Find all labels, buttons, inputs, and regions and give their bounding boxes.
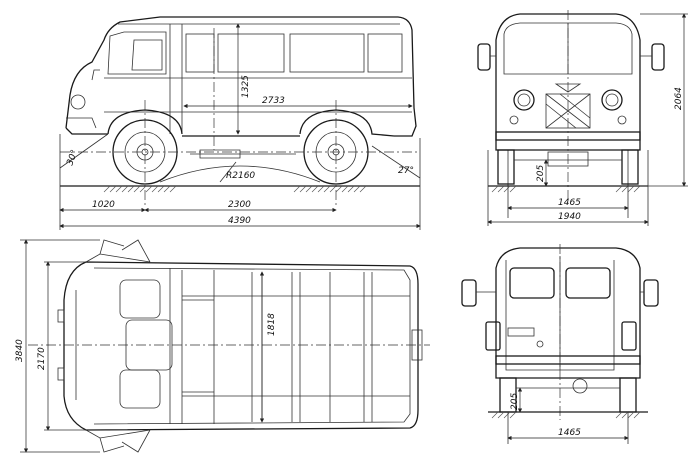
dim-1940: 1940 — [558, 212, 581, 222]
dim-205-front: 205 — [536, 165, 546, 182]
dim-205-rear: 205 — [510, 393, 520, 410]
front-view: 2064 205 1465 1940 — [477, 10, 688, 226]
side-view: 1325 2733 1020 2300 4390 R2160 30° 27° — [59, 16, 421, 230]
dim-r2160: R2160 — [226, 171, 255, 181]
dim-2064: 2064 — [674, 87, 684, 110]
dim-4390: 4390 — [228, 216, 251, 226]
dim-1465-rear: 1465 — [558, 428, 581, 438]
dim-1465-front: 1465 — [558, 198, 581, 208]
dim-2300: 2300 — [228, 200, 251, 210]
dim-approach-angle: 30° — [65, 149, 80, 167]
top-view: 3840 2170 1818 — [15, 239, 430, 453]
dim-departure-angle: 27° — [398, 166, 414, 176]
dim-3840: 3840 — [15, 339, 25, 362]
dim-1325: 1325 — [241, 75, 251, 98]
dim-1818: 1818 — [267, 313, 277, 336]
dim-1020: 1020 — [92, 200, 115, 210]
dim-2733: 2733 — [262, 96, 285, 106]
dim-2170: 2170 — [37, 347, 47, 370]
ground-hatching-side — [103, 185, 367, 193]
rear-view: 205 1465 — [461, 244, 659, 444]
